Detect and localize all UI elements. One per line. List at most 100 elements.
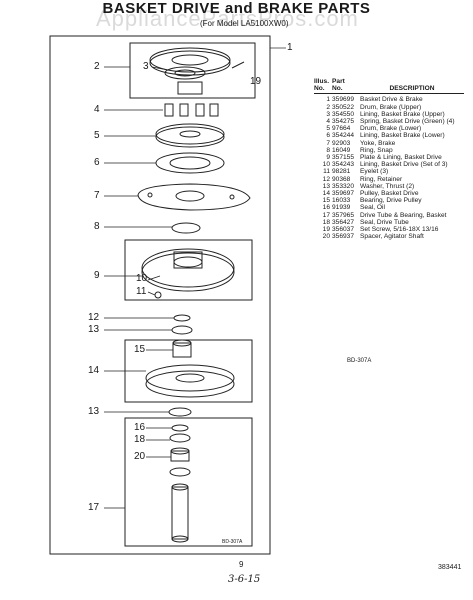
handwritten-note: 3-6-15 [228,574,261,585]
part-lower-lining [155,152,225,174]
part-desc: Plate & Lining, Basket Drive [360,154,442,162]
illus-no: 5 [326,125,330,133]
part-upper-lining [164,66,206,80]
part-desc: Eyelet (3) [360,168,389,176]
callout-13: 13 [88,324,100,335]
part-no: 354550 [332,110,355,118]
part-desc: Bearing, Drive Pulley [360,197,422,205]
part-pulley [145,364,235,398]
part-desc: Washer, Thrust (2) [360,182,415,190]
part-desc: Ring, Retainer [360,175,403,183]
callout-20: 20 [134,451,146,462]
subassembly-box-top [129,42,256,99]
col-desc-header: DESCRIPTION [389,85,435,93]
subassembly-box-tube [124,417,253,547]
page-title: BASKET DRIVE and BRAKE PARTS [102,0,371,17]
callout-1: 1 [287,42,293,53]
callout-8: 8 [94,221,100,232]
part-desc: Spacer, Agitator Shaft [360,233,424,241]
callout-15: 15 [134,344,146,355]
callout-14: 14 [88,365,100,376]
callout-17: 17 [88,502,100,513]
part-yoke [137,183,251,211]
part-desc: Lining, Basket Drive (Set of 3) [360,161,448,169]
part-thrust-washer-lower [168,407,192,417]
callout-4: 4 [94,104,100,115]
callout-6: 6 [94,157,100,168]
table-ref-code: BD-307A [347,358,372,364]
part-no: 359699 [332,96,355,104]
illus-no: 11 [323,168,330,176]
part-no: 356427 [332,218,355,226]
page-subtitle: (For Model LA5100XW0) [200,19,289,28]
part-pulley-bearing [172,339,192,358]
table-header: Illus. No. Part No. DESCRIPTION [314,78,464,95]
illus-no: 7 [326,139,330,147]
part-desc: Drum, Brake (Upper) [360,103,422,111]
part-desc: Spring, Basket Drive (Green) (4) [360,118,455,126]
part-upper-drum [149,47,231,76]
illus-no: 13 [322,182,330,190]
part-no: 356937 [332,233,355,241]
part-no: 357965 [332,211,355,219]
part-desc: Yoke, Brake [360,139,396,147]
part-lower-drum [155,123,225,148]
document-number: 383441 [438,564,462,571]
illus-no: 17 [322,211,330,219]
illus-no: 9 [326,154,330,162]
part-no: 356037 [332,226,355,234]
part-desc: Set Screw, 5/16-18X 13/16 [360,226,439,234]
part-drive-plate [141,248,235,292]
part-oil-seal [171,424,189,432]
callout-12: 12 [88,312,100,323]
part-eyelet [154,291,162,299]
illus-no: 8 [326,146,330,154]
illus-no: 15 [322,197,330,205]
part-no: 92903 [332,139,351,147]
callout-16: 16 [134,422,146,433]
page-number: 9 [239,560,244,569]
part-no: 354243 [332,161,355,169]
part-drive-tube [171,483,189,543]
illus-no: 3 [326,110,330,118]
part-no: 353320 [332,182,355,190]
part-desc: Pulley, Basket Drive [360,190,419,198]
callout-5: 5 [94,130,100,141]
part-springs [164,103,219,117]
illus-no: 16 [322,204,330,212]
part-no: 359697 [332,190,355,198]
part-hub [177,81,203,95]
illus-no: 18 [322,218,330,226]
illus-no: 6 [326,132,330,140]
diagram-ref-code: BD-307A [222,539,243,545]
illus-no: 20 [322,233,330,241]
part-no: 350522 [332,103,355,111]
part-no: 16033 [332,197,351,205]
illus-no: 19 [322,226,330,234]
callout-10: 10 [136,273,148,284]
callout-11: 11 [136,286,147,297]
part-desc: Lining, Basket Brake (Upper) [360,110,445,118]
callout-18: 18 [134,434,146,445]
part-no: 98281 [332,168,351,176]
part-snap-ring [171,222,201,234]
callout-3: 3 [143,61,149,72]
illus-no: 1 [326,96,330,104]
part-desc: Basket Drive & Brake [360,96,423,104]
part-desc: Drum, Brake (Lower) [360,125,422,133]
subassembly-box-mid [124,239,253,301]
